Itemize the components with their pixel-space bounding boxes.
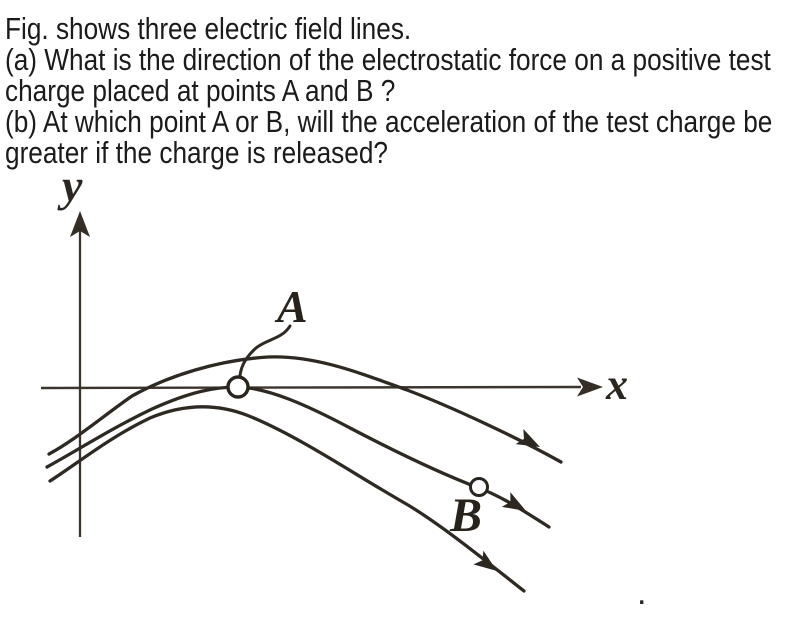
field-line-bottom	[48, 405, 526, 593]
field-line-arrowhead-icon	[515, 428, 540, 447]
field-line-arrowhead-icon	[473, 550, 497, 571]
y-axis-label: y	[57, 160, 83, 211]
field-line-top	[47, 355, 563, 464]
point-b-marker	[469, 477, 489, 497]
problem-text-line: charge placed at points A and B ?	[5, 73, 396, 108]
x-axis-arrowhead-icon	[577, 377, 603, 397]
problem-text-line: (b) At which point A or B, will the acce…	[5, 104, 773, 139]
problem-text-line: Fig. shows three electric field lines.	[5, 11, 412, 46]
field-line-arrowhead-icon	[501, 492, 526, 511]
problem-statement: Fig. shows three electric field lines. (…	[5, 13, 795, 168]
axes	[40, 211, 603, 537]
trailing-period: .	[637, 574, 646, 612]
x-axis	[40, 385, 582, 390]
point-a-label: A	[274, 281, 308, 332]
x-axis-label: x	[605, 360, 628, 409]
problem-text-line: (a) What is the direction of the electro…	[5, 42, 771, 77]
point-b-label: B	[449, 489, 482, 542]
label-a-leader-line	[238, 324, 292, 378]
problem-text-line: greater if the charge is released?	[5, 135, 388, 170]
field-line-arrowheads	[473, 428, 540, 571]
y-axis-arrowhead-icon	[70, 211, 90, 237]
point-a-marker	[226, 375, 250, 399]
